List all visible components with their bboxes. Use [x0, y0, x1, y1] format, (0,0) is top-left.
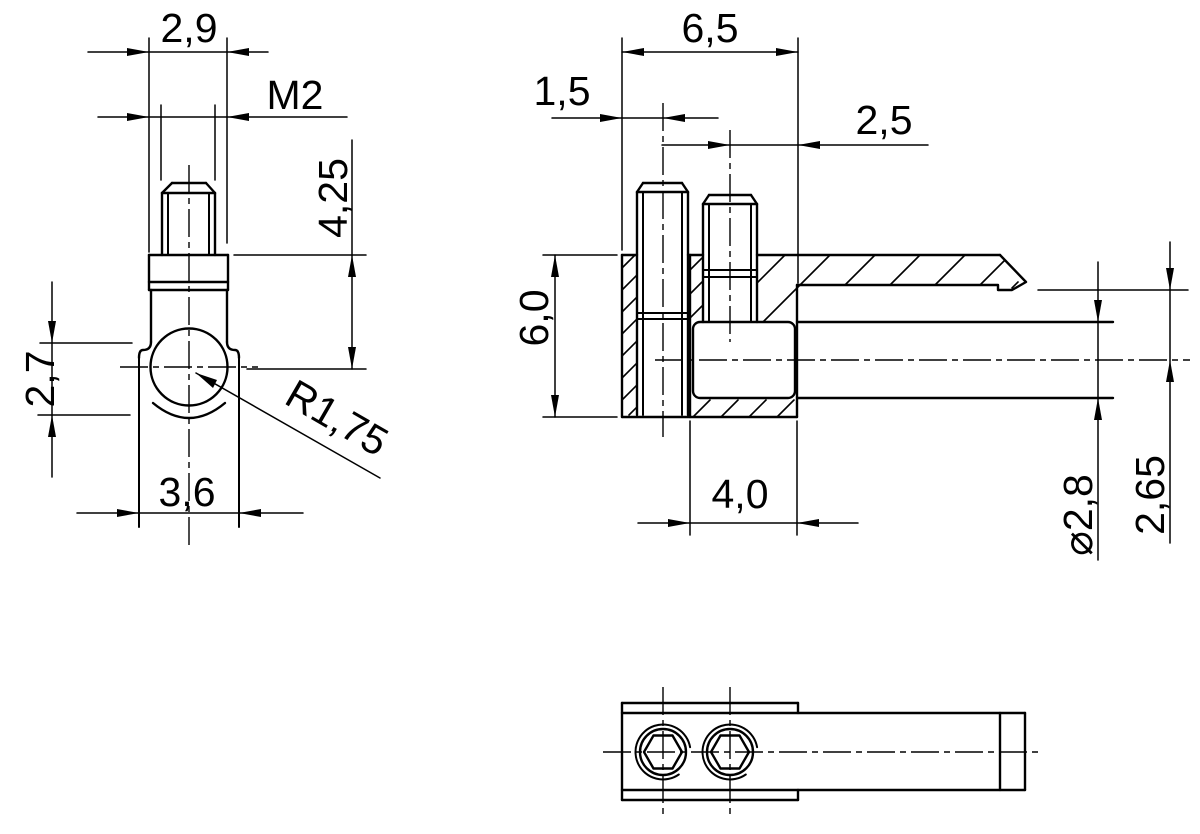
dim-label-stud2-offset: 2,5 — [856, 97, 913, 143]
front-view-centerlines — [120, 165, 258, 545]
dim-label-ball-radius: R1,75 — [278, 371, 396, 466]
dim-label-block-height: 6,0 — [511, 290, 557, 347]
side-view-hatching — [621, 254, 1019, 418]
dim-label-front-width: 2,9 — [161, 5, 218, 51]
dim-stud2-offset: 2,5 — [661, 97, 929, 149]
dim-rod-diameter: ⌀2,8 — [1055, 261, 1102, 561]
dim-front-width: 2,9 — [87, 5, 269, 253]
dim-ball-height: 2,7 — [17, 281, 133, 478]
dim-label-rod-diameter: ⌀2,8 — [1055, 474, 1101, 556]
bottom-view — [603, 687, 1043, 818]
dim-clamp-length: 4,0 — [637, 420, 859, 536]
dim-thread: M2 — [97, 72, 348, 181]
dim-ball-radius: R1,75 — [195, 371, 396, 479]
bottom-view-outline — [620, 701, 1027, 802]
bottom-view-centerlines — [603, 687, 1043, 818]
dim-label-block-length: 6,5 — [682, 5, 739, 51]
dim-rod-center-height: 2,65 — [1037, 241, 1189, 544]
dim-label-rod-center-height: 2,65 — [1127, 455, 1173, 535]
dim-label-clamp-length: 4,0 — [712, 471, 769, 517]
dim-label-thread: M2 — [267, 72, 324, 118]
clamp-arm — [795, 253, 1028, 292]
dim-block-height: 6,0 — [511, 254, 618, 418]
dim-label-ball-height: 2,7 — [17, 351, 63, 408]
dim-stud-height: 4,25 — [233, 139, 367, 370]
side-view-outline — [620, 181, 1115, 419]
dim-block-length: 6,5 — [621, 5, 799, 284]
dim-label-ball-width: 3,6 — [159, 469, 216, 515]
hex-socket-icon — [642, 734, 684, 770]
dim-ball-width: 3,6 — [76, 469, 304, 517]
side-view: 6,5 1,5 2,5 6,0 4,0 — [511, 5, 1190, 561]
front-view: 2,9 M2 4,25 2,7 — [17, 5, 396, 545]
side-view-centerlines — [655, 103, 1190, 437]
dim-label-stud-height: 4,25 — [310, 158, 356, 238]
dim-stud1-offset: 1,5 — [534, 68, 719, 122]
dim-label-stud1-offset: 1,5 — [534, 68, 591, 114]
